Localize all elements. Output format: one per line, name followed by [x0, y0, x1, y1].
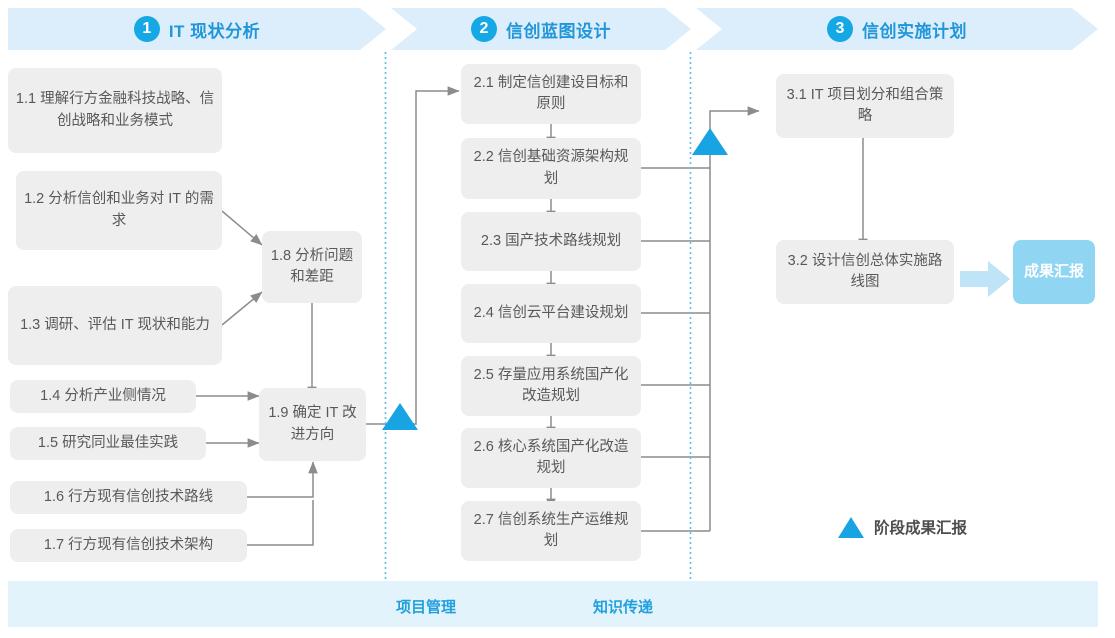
- task-box-2-4[interactable]: 2.4 信创云平台建设规划: [461, 284, 641, 343]
- blue-triangle-icon: [838, 516, 864, 538]
- phase-band-1: 1 IT 现状分析: [8, 8, 386, 50]
- outcome-box[interactable]: 成果汇报: [1013, 240, 1095, 304]
- task-box-1-7[interactable]: 1.7 行方现有信创技术架构: [10, 529, 247, 562]
- task-box-1-1[interactable]: 1.1 理解行方金融科技战略、信创战略和业务模式: [8, 68, 222, 153]
- task-box-2-6[interactable]: 2.6 核心系统国产化改造规划: [461, 428, 641, 488]
- task-box-1-8[interactable]: 1.8 分析问题和差距: [262, 231, 362, 303]
- legend: 阶段成果汇报: [838, 516, 967, 538]
- outcome-arrow-icon: [960, 261, 1010, 297]
- task-box-1-2[interactable]: 1.2 分析信创和业务对 IT 的需求: [16, 171, 222, 250]
- phase-title-1: IT 现状分析: [168, 21, 261, 41]
- bottom-label-knowledge-transfer: 知识传递: [593, 599, 654, 616]
- milestone-triangle-phase1: [382, 403, 418, 430]
- task-box-3-1[interactable]: 3.1 IT 项目划分和组合策略: [776, 74, 954, 138]
- task-box-1-9[interactable]: 1.9 确定 IT 改进方向: [259, 388, 366, 461]
- milestone-triangle-phase2: [692, 128, 728, 155]
- task-box-1-4[interactable]: 1.4 分析产业侧情况: [10, 380, 196, 413]
- bottom-band: [8, 581, 1098, 627]
- phase-title-2: 信创蓝图设计: [506, 21, 611, 41]
- phase-band-2: 2 信创蓝图设计: [391, 8, 691, 50]
- bottom-label-project-management: 项目管理: [396, 599, 457, 616]
- phase-number-3: 3: [827, 16, 853, 42]
- phase-number-2: 2: [471, 16, 497, 42]
- phase-band-3: 3 信创实施计划: [696, 8, 1098, 50]
- task-box-2-7[interactable]: 2.7 信创系统生产运维规划: [461, 501, 641, 561]
- legend-label: 阶段成果汇报: [874, 520, 968, 537]
- outcome-label: 成果汇报: [1023, 262, 1084, 280]
- task-box-3-2[interactable]: 3.2 设计信创总体实施路线图: [776, 240, 954, 304]
- task-box-2-5[interactable]: 2.5 存量应用系统国产化改造规划: [461, 356, 641, 416]
- task-box-2-1[interactable]: 2.1 制定信创建设目标和原则: [461, 64, 641, 124]
- task-box-1-6[interactable]: 1.6 行方现有信创技术路线: [10, 481, 247, 514]
- task-box-2-3[interactable]: 2.3 国产技术路线规划: [461, 212, 641, 271]
- task-box-1-5[interactable]: 1.5 研究同业最佳实践: [10, 427, 206, 460]
- phase-number-1: 1: [133, 16, 160, 42]
- task-box-1-3[interactable]: 1.3 调研、评估 IT 现状和能力: [8, 286, 222, 365]
- task-box-2-2[interactable]: 2.2 信创基础资源架构规划: [461, 138, 641, 199]
- phase-title-3: 信创实施计划: [862, 21, 967, 41]
